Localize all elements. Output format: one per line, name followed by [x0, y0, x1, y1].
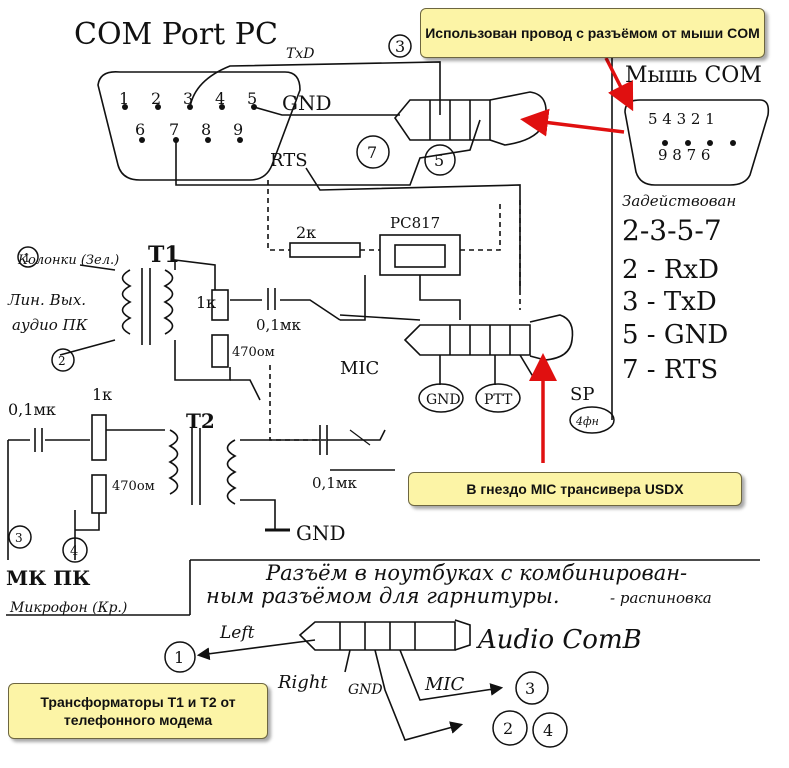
audio-pc-label: аудио ПК: [12, 316, 88, 334]
gnd-tag: GND: [426, 392, 461, 408]
note-line-2-tail: - распиновка: [610, 589, 712, 607]
mic-color-label: Микрофон (Кр.): [9, 600, 127, 616]
mic-bottom-label: MIC: [424, 674, 465, 695]
r-1k-t2-label: 1к: [92, 385, 112, 404]
resistor-2k: [289, 242, 361, 258]
gnd-bottom-label: GND: [296, 521, 346, 545]
right-label: Right: [277, 672, 328, 693]
cap-t2-out-label: 0,1мк: [312, 474, 358, 492]
line-out-label: Лин. Вых.: [7, 291, 86, 309]
mouse-pins-bottom: 9 8 7 6: [658, 146, 710, 164]
db9-pin-1: 1: [119, 89, 129, 108]
db9-mouse-connector: [624, 99, 770, 186]
cap-t1-label: 0,1мк: [256, 316, 302, 334]
resistor-470-t1: [211, 334, 229, 368]
db9-pin-9: 9: [233, 120, 243, 139]
callout-mouse-cable: Использован провод с разъёмом от мыши CO…: [420, 8, 765, 58]
used-pins-label: Задействован: [622, 192, 736, 210]
ptt-tag: PTT: [484, 392, 513, 408]
circle-7-label: 7: [367, 143, 377, 162]
mouse-com-title: Мышь COM: [625, 63, 762, 88]
txd-label: TxD: [286, 46, 314, 62]
left-label: Left: [219, 623, 255, 643]
circle-5-label: 5: [434, 151, 444, 170]
t2-label: T2: [186, 409, 215, 433]
used-pins: 2-3-5-7: [622, 214, 722, 247]
resistor-1k-t1: [211, 289, 229, 321]
plug-top: [393, 99, 491, 141]
transformer-t2: [168, 429, 179, 495]
plug-audio-comb: [298, 621, 456, 651]
db9-pin-3: 3: [183, 89, 193, 108]
rts-label: RTS: [270, 150, 308, 171]
pc817-label: PC817: [390, 214, 440, 232]
resistor-1k-t2: [91, 414, 107, 461]
plug-mic: [403, 324, 531, 356]
circle-4-bottom-label: 4: [543, 721, 553, 740]
pin-map-rts: 7 - RTS: [622, 355, 718, 385]
sp-sub-label: 4фн: [575, 415, 599, 428]
circle-1-left-label: 1: [23, 251, 31, 265]
callout-transformers: Трансформаторы T1 и T2 от телефонного мо…: [8, 683, 268, 739]
pc817-optocoupler: [379, 234, 461, 276]
note-line-1: Разъём в ноутбуках с комбинирован-: [265, 561, 687, 585]
transformer-t1: [121, 269, 132, 335]
pin-map-txd: 3 - TxD: [622, 287, 717, 317]
circle-3-left-label: 3: [15, 531, 23, 545]
circle-1-bottom-label: 1: [174, 648, 184, 667]
cap-t2-in-label: 0,1мк: [8, 400, 56, 419]
r-2k-label: 2к: [296, 223, 316, 242]
title-com-port-pc: COM Port PC: [74, 17, 278, 52]
r-470-t1-label: 470ом: [232, 345, 275, 360]
r-1k-t1-label: 1к: [196, 293, 216, 312]
db9-pin-6: 6: [135, 120, 145, 139]
pin-map-rxd: 2 - RxD: [622, 255, 719, 285]
speaker-line-label: Колонки (Зел.): [17, 253, 119, 268]
db9-pc-connector: [97, 70, 301, 181]
mouse-pins-top: 5 4 3 2 1: [648, 110, 715, 128]
note-line-2: ным разъёмом для гарнитуры.: [206, 584, 560, 608]
circle-3-label: 3: [395, 37, 405, 56]
resistor-470-t2: [91, 474, 107, 514]
db9-pin-7: 7: [169, 120, 179, 139]
circle-2-bottom-label: 2: [503, 719, 513, 738]
r-470-t2-label: 470ом: [112, 479, 155, 494]
t1-label: T1: [148, 242, 180, 268]
circle-2-left-label: 2: [58, 354, 66, 368]
db9-pin-5: 5: [247, 89, 257, 108]
circle-3-bottom-label: 3: [525, 679, 535, 698]
gnd-bottom-plug-label: GND: [348, 682, 383, 698]
sp-label: SP: [570, 384, 594, 405]
gnd-label-db9: GND: [282, 91, 332, 115]
db9-pin-4: 4: [215, 89, 225, 108]
pin-map-gnd: 5 - GND: [622, 320, 728, 350]
db9-pin-8: 8: [201, 120, 211, 139]
callout-mic-jack: В гнездо MIC трансивера USDX: [408, 472, 742, 506]
db9-pin-2: 2: [151, 89, 161, 108]
circle-4-left-label: 4: [70, 544, 78, 559]
audio-comb-label: Audio ComB: [476, 625, 642, 655]
mic-pc-label: МК ПК: [6, 566, 90, 590]
mic-label: MIC: [340, 358, 379, 379]
